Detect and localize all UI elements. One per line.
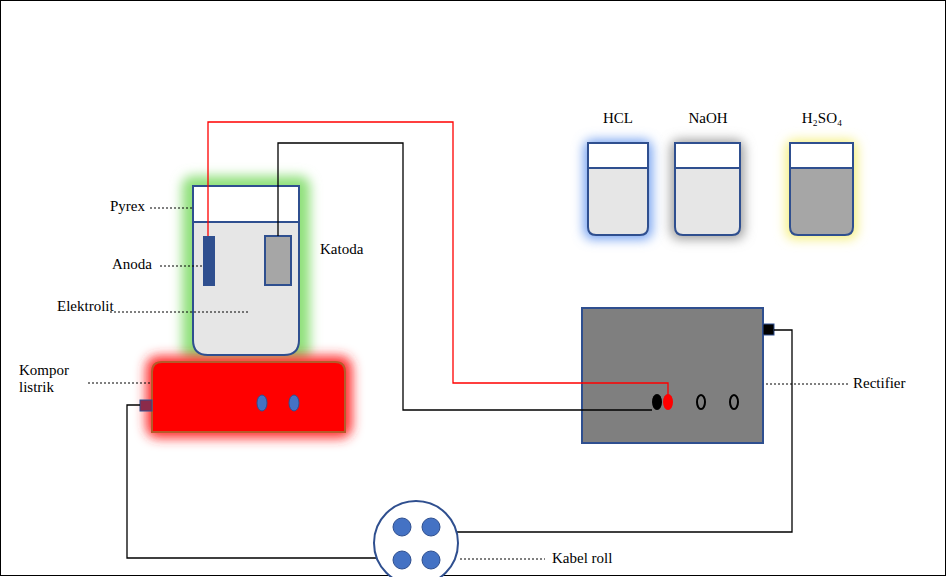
beaker-air: [676, 144, 739, 168]
leader-line: [460, 559, 545, 560]
red-wire: [208, 122, 668, 395]
rectifier-plug: [763, 324, 774, 335]
glow-blue: [584, 140, 652, 239]
rectifier-box: [582, 308, 763, 443]
terminal-positive: [663, 394, 673, 410]
terminal-negative: [652, 394, 662, 410]
anode: [203, 236, 215, 286]
liquid-level: [675, 167, 740, 169]
cathode: [265, 236, 291, 285]
part-label: Kabel roll: [552, 550, 612, 567]
reagent-beaker: [675, 143, 740, 235]
power-wire: [127, 405, 396, 558]
black-wire: [278, 143, 652, 410]
pyrex-beaker: [193, 186, 299, 355]
reagent-name: H₂SO₄: [782, 110, 862, 127]
glow-red: [146, 356, 352, 438]
liquid-level: [790, 167, 853, 169]
reagent-beaker-node: H₂SO₄: [782, 110, 862, 235]
terminal: [730, 395, 738, 409]
part-label: Katoda: [320, 241, 363, 258]
socket: [393, 551, 411, 569]
leader-line: [150, 208, 193, 209]
cable-roll: [374, 501, 458, 577]
reagent-name: NaOH: [668, 110, 748, 127]
stove-knob: [257, 395, 267, 411]
socket: [422, 518, 440, 536]
glow-grey: [671, 140, 744, 239]
glow-green: [182, 176, 310, 362]
part-label: Rectifier: [853, 375, 905, 392]
part-label: Pyrex: [110, 198, 145, 215]
electric-stove: [152, 362, 345, 432]
power-wire: [437, 330, 792, 532]
stove-plug: [140, 400, 152, 411]
beaker-air: [791, 144, 852, 168]
glow-yellow: [786, 140, 857, 239]
leader-line: [110, 312, 248, 313]
reagent-name: HCL: [578, 110, 658, 127]
leader-line: [88, 383, 150, 384]
part-label: Kompor listrik: [19, 362, 85, 397]
part-label: Anoda: [112, 256, 152, 273]
socket: [422, 551, 440, 569]
reagent-beaker-node: HCL: [578, 110, 658, 235]
leader-line: [160, 266, 203, 267]
liquid-level: [193, 221, 299, 223]
beaker-air: [194, 187, 298, 222]
terminal: [697, 395, 705, 409]
reagent-beaker: [790, 143, 853, 235]
leader-line: [766, 384, 850, 385]
liquid-level: [588, 167, 648, 169]
reagent-beaker: [588, 143, 648, 235]
beaker-air: [589, 144, 647, 168]
reagent-beaker-node: NaOH: [668, 110, 748, 235]
stove-knob: [289, 395, 299, 411]
part-label: Elektrolit: [57, 298, 114, 315]
socket: [393, 518, 411, 536]
